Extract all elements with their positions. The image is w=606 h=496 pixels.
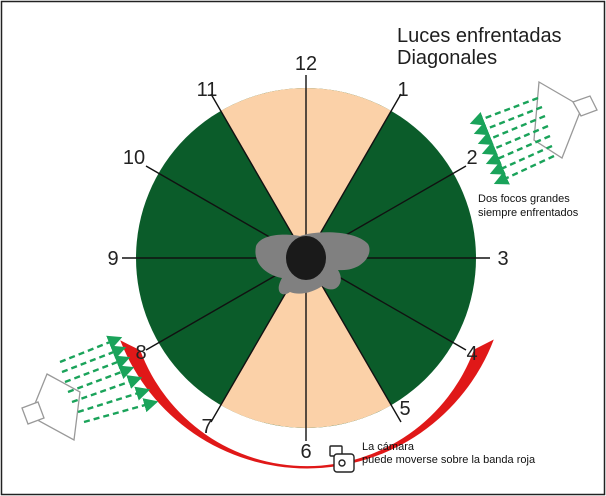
light-beams-bottom-left	[59, 335, 159, 424]
title-line-2: Diagonales	[397, 47, 497, 69]
spotlight-top-right-icon	[533, 80, 598, 159]
clock-label-2: 2	[466, 147, 477, 169]
lights-note-line-1: Dos focos grandes	[478, 193, 570, 205]
camera-note-line-2: puede moverse sobre la banda roja	[362, 454, 536, 466]
clock-label-5: 5	[399, 398, 410, 420]
clock-label-10: 10	[123, 147, 145, 169]
clock-label-7: 7	[201, 416, 212, 438]
clock-label-4: 4	[466, 343, 477, 365]
clock-label-8: 8	[135, 342, 146, 364]
subject-head	[286, 236, 326, 280]
title-line-1: Luces enfrentadas	[397, 25, 562, 47]
video-camera-icon	[329, 445, 355, 473]
spoke-1	[305, 93, 402, 259]
clock-label-6: 6	[300, 441, 311, 463]
clock-label-1: 1	[397, 79, 408, 101]
camera-note-line-1: La cámara	[362, 441, 415, 453]
light-beams-top-right	[469, 96, 555, 185]
spoke-11	[210, 93, 307, 259]
lights-note-line-2: siempre enfrentados	[478, 207, 579, 219]
clock-label-11: 11	[197, 79, 218, 101]
clock-label-3: 3	[497, 248, 508, 270]
clock-label-9: 9	[107, 248, 118, 270]
clock-label-12: 12	[295, 53, 317, 75]
spotlight-bottom-left-icon	[21, 373, 81, 442]
